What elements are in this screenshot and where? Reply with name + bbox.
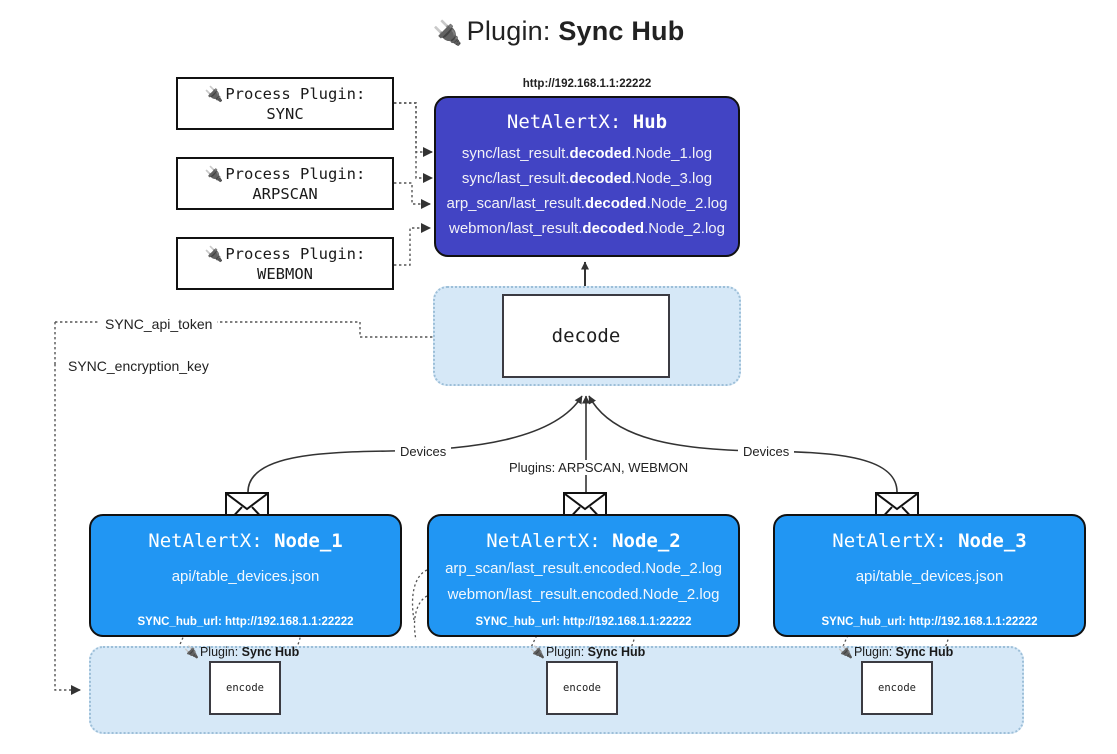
process-plugin-name: SYNC <box>266 104 304 123</box>
log-pre: arp_scan/last_result. <box>446 195 585 212</box>
log-mid: decoded <box>582 220 645 237</box>
node-footer: SYNC_hub_url: http://192.168.1.1:22222 <box>137 616 354 628</box>
log-pre: sync/last_result. <box>461 145 570 162</box>
title-prefix: Plugin: <box>466 16 551 46</box>
edge-label-devices-right: Devices <box>738 444 795 459</box>
node-app: NetAlertX: <box>832 530 947 552</box>
node-title: NetAlertX: Node_3 <box>775 530 1084 552</box>
hub-url-label: http://192.168.1.1:22222 <box>522 78 652 90</box>
node-name: Node_3 <box>958 530 1027 552</box>
encode-plugin-label-3: 🔌Plugin: Sync Hub <box>838 645 953 659</box>
hub-node[interactable]: NetAlertX: Hub sync/last_result.decoded.… <box>434 96 740 257</box>
process-plugin-label: Process Plugin: <box>225 84 366 103</box>
node-body: api/table_devices.json <box>91 564 400 590</box>
plug-icon: 🔌 <box>204 84 224 103</box>
process-plugin-label: Process Plugin: <box>225 244 366 263</box>
log-mid: decoded <box>584 195 647 212</box>
plug-icon: 🔌 <box>432 20 463 47</box>
title-name: Sync Hub <box>558 16 685 46</box>
hub-log-row: sync/last_result.decoded.Node_1.log <box>436 141 738 166</box>
node-title: NetAlertX: Node_2 <box>429 530 738 552</box>
log-post: .Node_2.log <box>646 195 728 212</box>
encode-box-3[interactable]: encode <box>861 661 933 715</box>
process-plugin-arpscan[interactable]: 🔌Process Plugin: ARPSCAN <box>176 157 394 210</box>
log-post: .Node_2.log <box>644 220 725 237</box>
node-footer: SYNC_hub_url: http://192.168.1.1:22222 <box>821 616 1038 628</box>
node-2[interactable]: NetAlertX: Node_2 arp_scan/last_result.e… <box>427 514 740 637</box>
plug-icon: 🔌 <box>184 645 199 659</box>
node-body: api/table_devices.json <box>775 564 1084 590</box>
hub-log-row: sync/last_result.decoded.Node_3.log <box>436 166 738 191</box>
process-plugin-name: ARPSCAN <box>252 184 318 203</box>
encode-box-1[interactable]: encode <box>209 661 281 715</box>
page-title: 🔌Plugin: Sync Hub <box>0 16 1117 47</box>
hub-log-row: arp_scan/last_result.decoded.Node_2.log <box>436 191 738 216</box>
node-app: NetAlertX: <box>486 530 601 552</box>
encode-plugin-name: Sync Hub <box>895 645 954 659</box>
log-mid: decoded <box>569 170 632 187</box>
node-footer: SYNC_hub_url: http://192.168.1.1:22222 <box>475 616 692 628</box>
node-line: webmon/last_result.encoded.Node_2.log <box>447 586 720 603</box>
node-line: api/table_devices.json <box>171 568 320 585</box>
encode-plugin-name: Sync Hub <box>587 645 646 659</box>
process-plugin-label: Process Plugin: <box>225 164 366 183</box>
node-line: api/table_devices.json <box>855 568 1004 585</box>
log-pre: webmon/last_result. <box>449 220 583 237</box>
sync-encryption-key-label: SYNC_encryption_key <box>63 358 214 374</box>
node-1[interactable]: NetAlertX: Node_1 api/table_devices.json… <box>89 514 402 637</box>
node-3[interactable]: NetAlertX: Node_3 api/table_devices.json… <box>773 514 1086 637</box>
log-post: .Node_3.log <box>631 170 713 187</box>
hub-log-row: webmon/last_result.decoded.Node_2.log <box>436 216 738 241</box>
hub-name: Hub <box>632 111 668 133</box>
log-mid: decoded <box>569 145 632 162</box>
encode-plugin-label-1: 🔌Plugin: Sync Hub <box>184 645 299 659</box>
plug-icon: 🔌 <box>204 164 224 183</box>
encode-plugin-prefix: Plugin: <box>199 645 239 659</box>
encode-box-2[interactable]: encode <box>546 661 618 715</box>
node-title: NetAlertX: Node_1 <box>91 530 400 552</box>
process-plugin-webmon[interactable]: 🔌Process Plugin: WEBMON <box>176 237 394 290</box>
edge-label-devices-left: Devices <box>395 444 452 459</box>
hub-log-list: sync/last_result.decoded.Node_1.log sync… <box>436 141 738 241</box>
edge-label-plugins: Plugins: ARPSCAN, WEBMON <box>504 460 694 475</box>
sync-api-token-label: SYNC_api_token <box>100 316 218 332</box>
hub-app: NetAlertX: <box>506 111 622 133</box>
plug-icon: 🔌 <box>530 645 545 659</box>
plug-icon: 🔌 <box>838 645 853 659</box>
node-name: Node_2 <box>612 530 681 552</box>
log-pre: sync/last_result. <box>461 170 570 187</box>
encode-plugin-prefix: Plugin: <box>545 645 585 659</box>
node-app: NetAlertX: <box>148 530 263 552</box>
node-body: arp_scan/last_result.encoded.Node_2.log … <box>429 556 738 608</box>
encode-plugin-prefix: Plugin: <box>853 645 893 659</box>
process-plugin-name: WEBMON <box>257 264 313 283</box>
node-line: arp_scan/last_result.encoded.Node_2.log <box>445 560 722 577</box>
log-post: .Node_1.log <box>631 145 713 162</box>
plug-icon: 🔌 <box>204 244 224 263</box>
node-name: Node_1 <box>274 530 343 552</box>
hub-title: NetAlertX: Hub <box>436 111 738 133</box>
decode-box[interactable]: decode <box>502 294 670 378</box>
encode-plugin-label-2: 🔌Plugin: Sync Hub <box>530 645 645 659</box>
encode-plugin-name: Sync Hub <box>241 645 300 659</box>
process-plugin-sync[interactable]: 🔌Process Plugin: SYNC <box>176 77 394 130</box>
